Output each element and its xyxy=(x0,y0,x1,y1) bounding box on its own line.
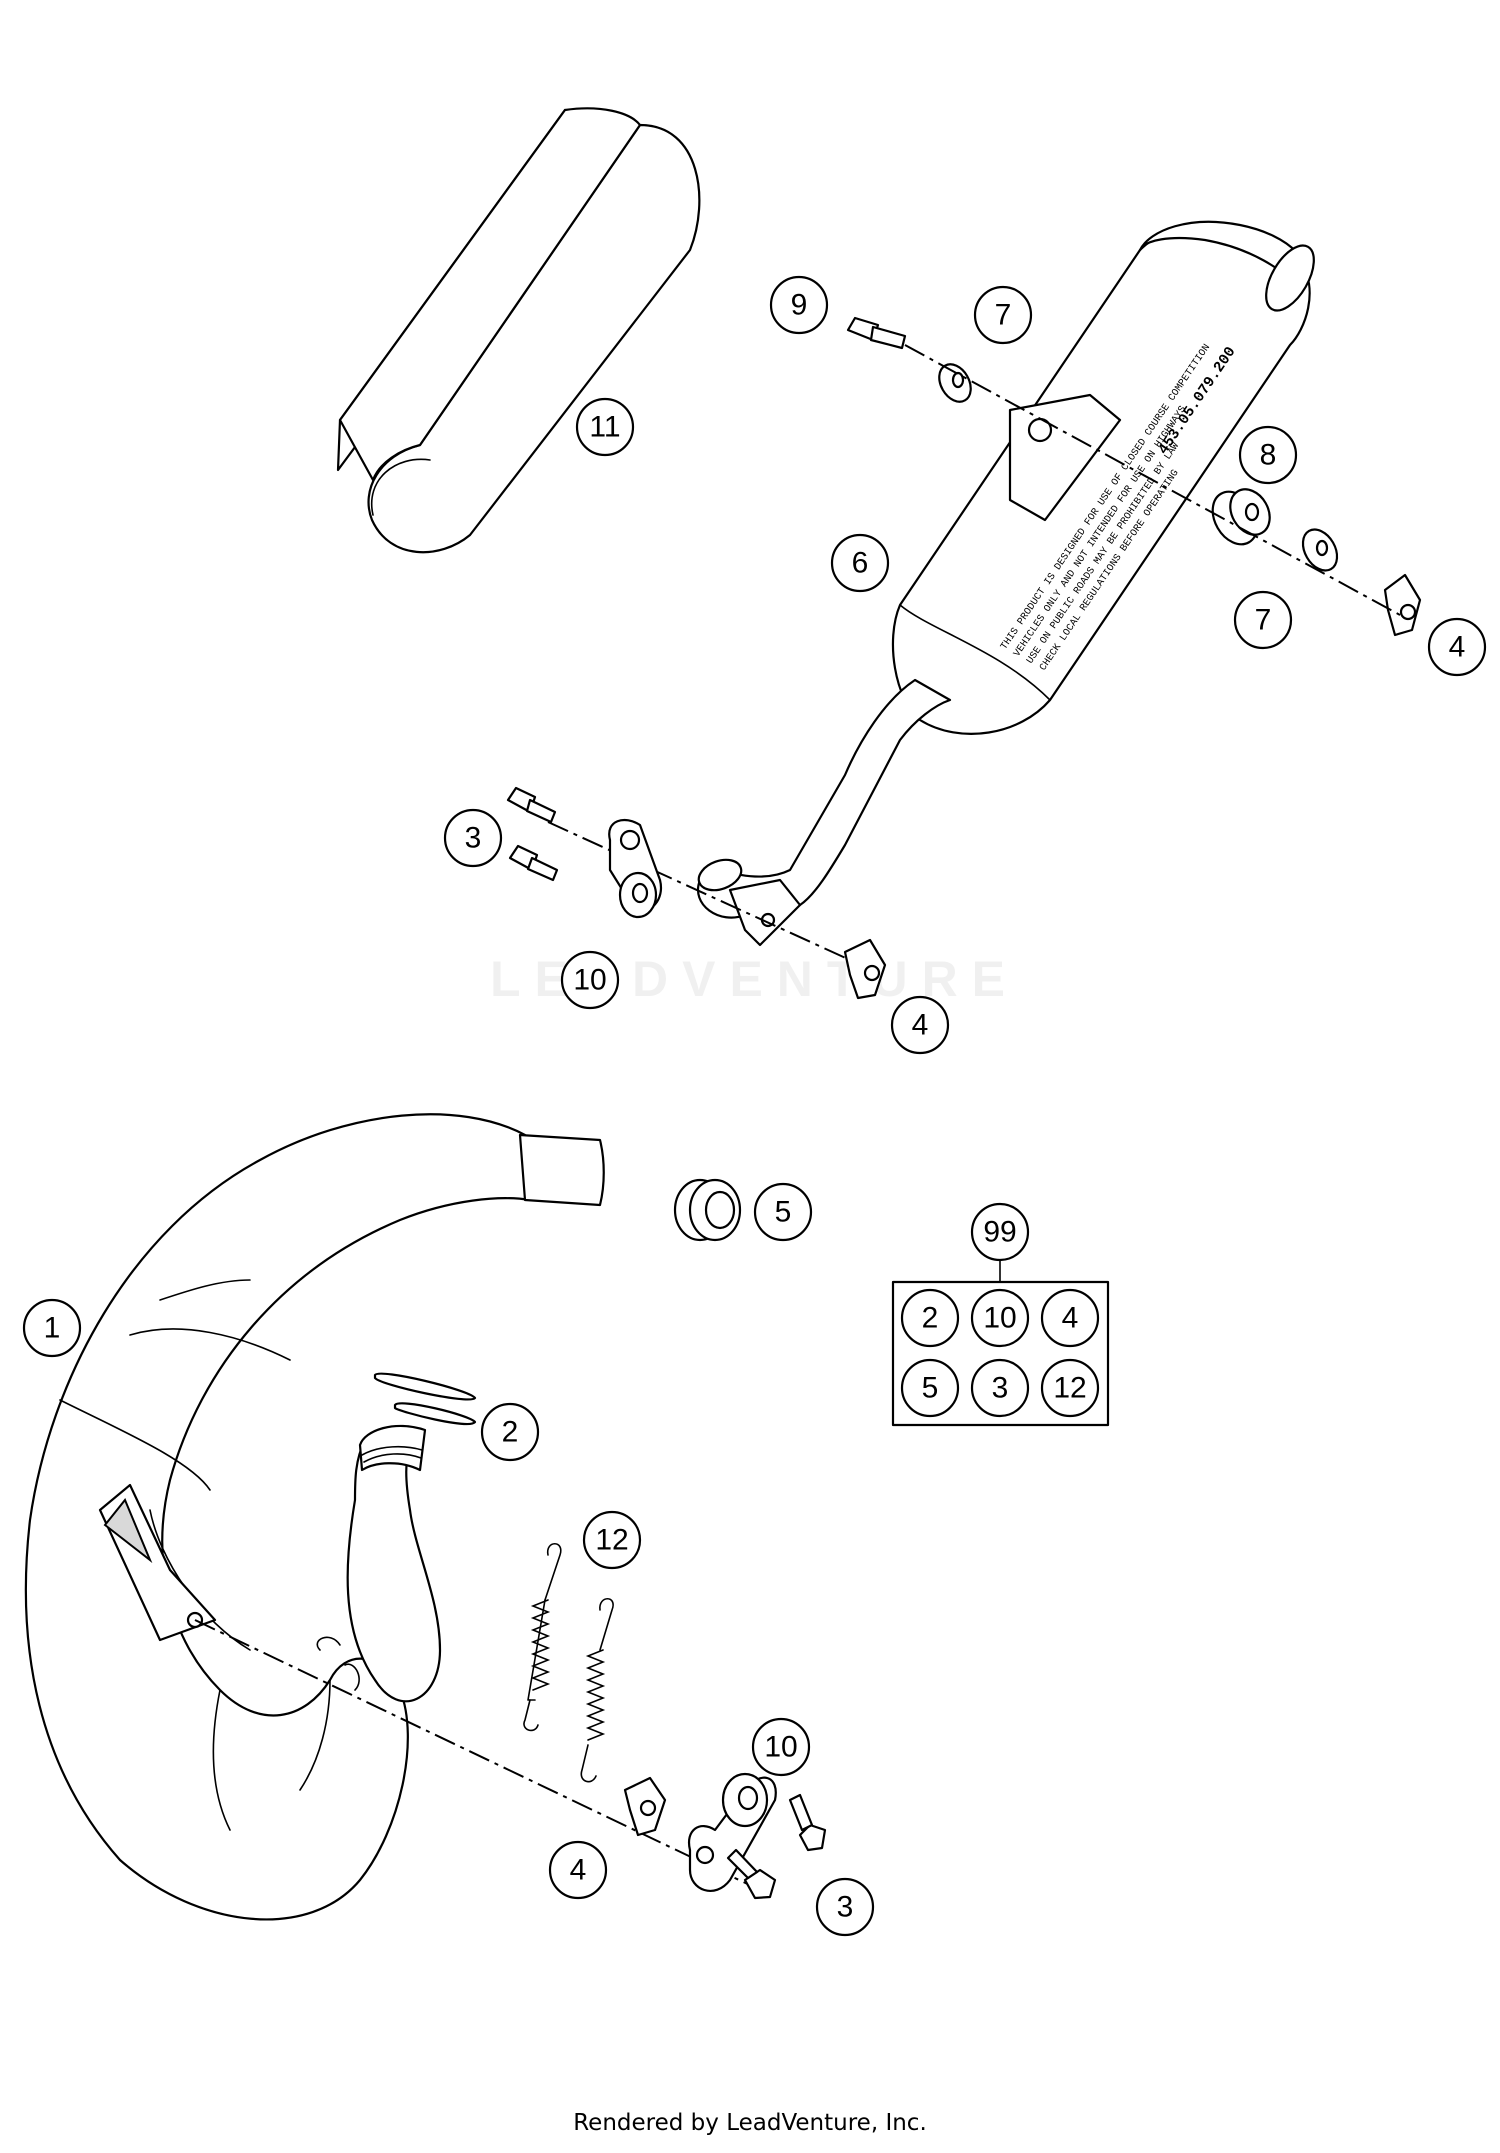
part-10-bracket-top xyxy=(608,818,663,919)
svg-text:4: 4 xyxy=(1062,1302,1079,1335)
callout-3-bottom: 3 xyxy=(815,1877,875,1937)
callout-12: 12 xyxy=(582,1510,642,1570)
callout-4-lower: 4 xyxy=(548,1840,608,1900)
part-5-seal xyxy=(673,1178,742,1242)
callout-10-top: 10 xyxy=(560,950,620,1010)
part-7-washer-top xyxy=(938,363,972,403)
part-12-springs xyxy=(523,1542,614,1783)
svg-text:11: 11 xyxy=(589,411,620,444)
svg-text:5: 5 xyxy=(922,1372,939,1405)
svg-text:4: 4 xyxy=(570,1854,587,1887)
svg-text:12: 12 xyxy=(1053,1372,1086,1405)
callout-11: 11 xyxy=(575,397,635,457)
svg-text:2: 2 xyxy=(502,1416,519,1449)
callout-8: 8 xyxy=(1238,425,1298,485)
kit-item-2: 10 xyxy=(970,1288,1030,1348)
kit-item-5: 3 xyxy=(970,1358,1030,1418)
callout-5: 5 xyxy=(753,1182,813,1242)
part-3-bolts-top xyxy=(506,786,559,882)
svg-text:8: 8 xyxy=(1260,439,1277,472)
kit-item-6: 12 xyxy=(1040,1358,1100,1418)
part-1-expansion-chamber xyxy=(24,1113,605,1921)
svg-text:3: 3 xyxy=(992,1372,1009,1405)
callout-4-upper: 4 xyxy=(1427,617,1487,677)
part-4-clip-middle xyxy=(843,938,887,1000)
footer-credit: Rendered by LeadVenture, Inc. xyxy=(573,2110,927,2136)
part-3-bolts-bottom xyxy=(726,1793,827,1900)
kit-item-3: 4 xyxy=(1040,1288,1100,1348)
part-10-bracket-bottom xyxy=(687,1772,777,1892)
callout-7-top: 7 xyxy=(973,285,1033,345)
svg-text:6: 6 xyxy=(852,547,869,580)
callout-6: 6 xyxy=(830,533,890,593)
svg-text:10: 10 xyxy=(764,1731,797,1764)
svg-text:1: 1 xyxy=(44,1312,61,1345)
callout-10-bottom: 10 xyxy=(751,1717,811,1777)
svg-text:7: 7 xyxy=(995,299,1012,332)
callout-4-middle: 4 xyxy=(890,995,950,1055)
svg-text:9: 9 xyxy=(791,289,808,322)
part-7-washer-bottom xyxy=(1301,528,1339,572)
svg-text:3: 3 xyxy=(837,1891,854,1924)
svg-text:4: 4 xyxy=(1449,631,1466,664)
svg-text:12: 12 xyxy=(595,1524,628,1557)
kit-item-4: 5 xyxy=(900,1358,960,1418)
callout-7-bottom: 7 xyxy=(1233,590,1293,650)
svg-text:10: 10 xyxy=(983,1302,1016,1335)
part-8-grommet xyxy=(1211,488,1271,546)
kit-99: 99 2 10 4 5 3 12 xyxy=(891,1202,1110,1427)
part-2-strips xyxy=(373,1372,477,1426)
svg-text:3: 3 xyxy=(465,822,482,855)
svg-text:5: 5 xyxy=(775,1196,792,1229)
callout-9: 9 xyxy=(769,275,829,335)
part-11-sleeve xyxy=(336,107,701,554)
svg-text:4: 4 xyxy=(912,1009,929,1042)
callout-2: 2 xyxy=(480,1402,540,1462)
kit-item-1: 2 xyxy=(900,1288,960,1348)
part-9-bolt xyxy=(846,316,907,350)
svg-text:10: 10 xyxy=(573,964,606,997)
callout-1: 1 xyxy=(22,1298,82,1358)
kit-99-title: 99 xyxy=(983,1216,1016,1249)
svg-text:2: 2 xyxy=(922,1302,939,1335)
part-4-clip-lower xyxy=(623,1776,667,1837)
svg-text:7: 7 xyxy=(1255,604,1272,637)
callout-3-top: 3 xyxy=(443,808,503,868)
part-4-clip-upper xyxy=(1383,573,1422,637)
